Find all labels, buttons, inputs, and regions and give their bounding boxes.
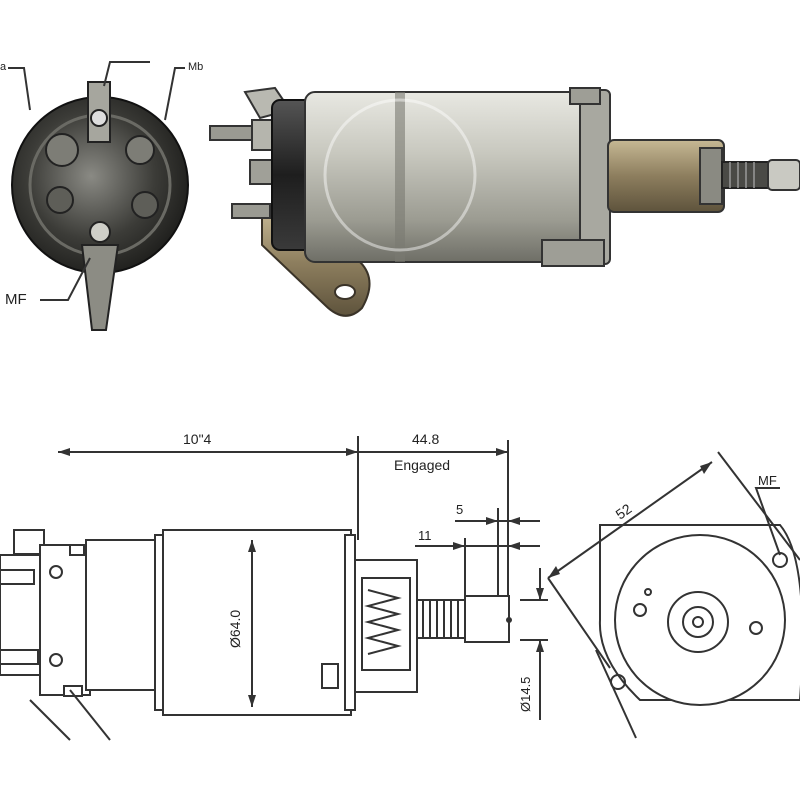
dim-shaft-diameter: Ø14.5 — [518, 677, 533, 712]
end-view-mf-label: MF — [758, 473, 777, 488]
dim-travel-5: 5 — [456, 502, 463, 517]
side-elevation-drawing — [0, 436, 548, 741]
dim-engaged-word: Engaged — [394, 457, 450, 473]
photo-label-left-fragment: a — [0, 61, 7, 73]
photo-label-mf: MF — [5, 291, 27, 308]
dim-body-diameter: Ø64.0 — [227, 610, 243, 648]
dim-engaged-offset: 44.8 — [412, 431, 439, 447]
dim-overall-length: 10"4 — [183, 431, 212, 447]
end-cap-photo — [8, 61, 189, 331]
end-view-drawing — [547, 451, 800, 739]
dim-travel-11: 11 — [418, 528, 432, 543]
side-view-photo — [209, 86, 800, 317]
photo-label-mb: Mb — [188, 61, 203, 73]
